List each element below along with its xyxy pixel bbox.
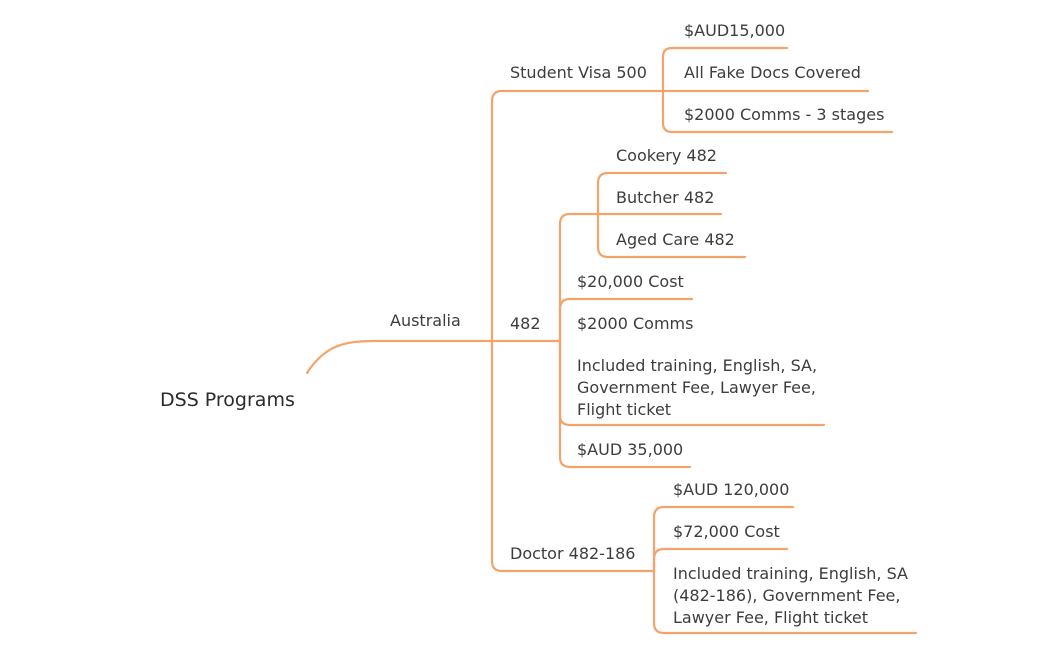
link-occupation-1 xyxy=(596,171,728,216)
occupation-item[interactable]: Cookery 482 xyxy=(616,146,717,165)
link-australia-trunk xyxy=(490,89,665,343)
student-visa-item[interactable]: $2000 Comms - 3 stages xyxy=(684,105,885,124)
occupation-item[interactable]: Aged Care 482 xyxy=(616,230,735,249)
student-visa-item[interactable]: $AUD15,000 xyxy=(684,21,786,40)
visa-482-item[interactable]: Included training, English, SA, Governme… xyxy=(577,356,818,419)
doctor-item[interactable]: $AUD 120,000 xyxy=(673,480,790,499)
link-482-item-1 xyxy=(558,297,694,343)
occupation-item[interactable]: Butcher 482 xyxy=(616,188,715,207)
link-occupation-3 xyxy=(596,212,747,259)
topic-482[interactable]: 482 xyxy=(510,314,541,333)
topic-doctor[interactable]: Doctor 482-186 xyxy=(510,544,636,563)
root-topic[interactable]: DSS Programs xyxy=(160,389,295,411)
doctor-item[interactable]: $72,000 Cost xyxy=(673,522,780,541)
doctor-item[interactable]: Included training, English, SA (482-186)… xyxy=(673,564,908,627)
link-482-item-4 xyxy=(558,339,692,469)
link-doctor-item-3 xyxy=(652,569,918,635)
link-doctor-item-1 xyxy=(652,505,795,573)
topic-australia[interactable]: Australia xyxy=(390,311,461,330)
link-australia-doctor xyxy=(490,339,656,573)
link-student-item-3 xyxy=(661,89,894,134)
student-visa-item[interactable]: All Fake Docs Covered xyxy=(684,63,861,82)
visa-482-item[interactable]: $20,000 Cost xyxy=(577,272,684,291)
visa-482-item[interactable]: $2000 Comms xyxy=(577,314,694,333)
link-482-occupations xyxy=(558,212,600,343)
visa-482-item[interactable]: $AUD 35,000 xyxy=(577,440,684,459)
topic-student-visa[interactable]: Student Visa 500 xyxy=(510,63,647,82)
link-root-australia xyxy=(305,339,494,375)
link-student-item-1 xyxy=(661,46,789,93)
link-doctor-item-2 xyxy=(652,547,789,573)
